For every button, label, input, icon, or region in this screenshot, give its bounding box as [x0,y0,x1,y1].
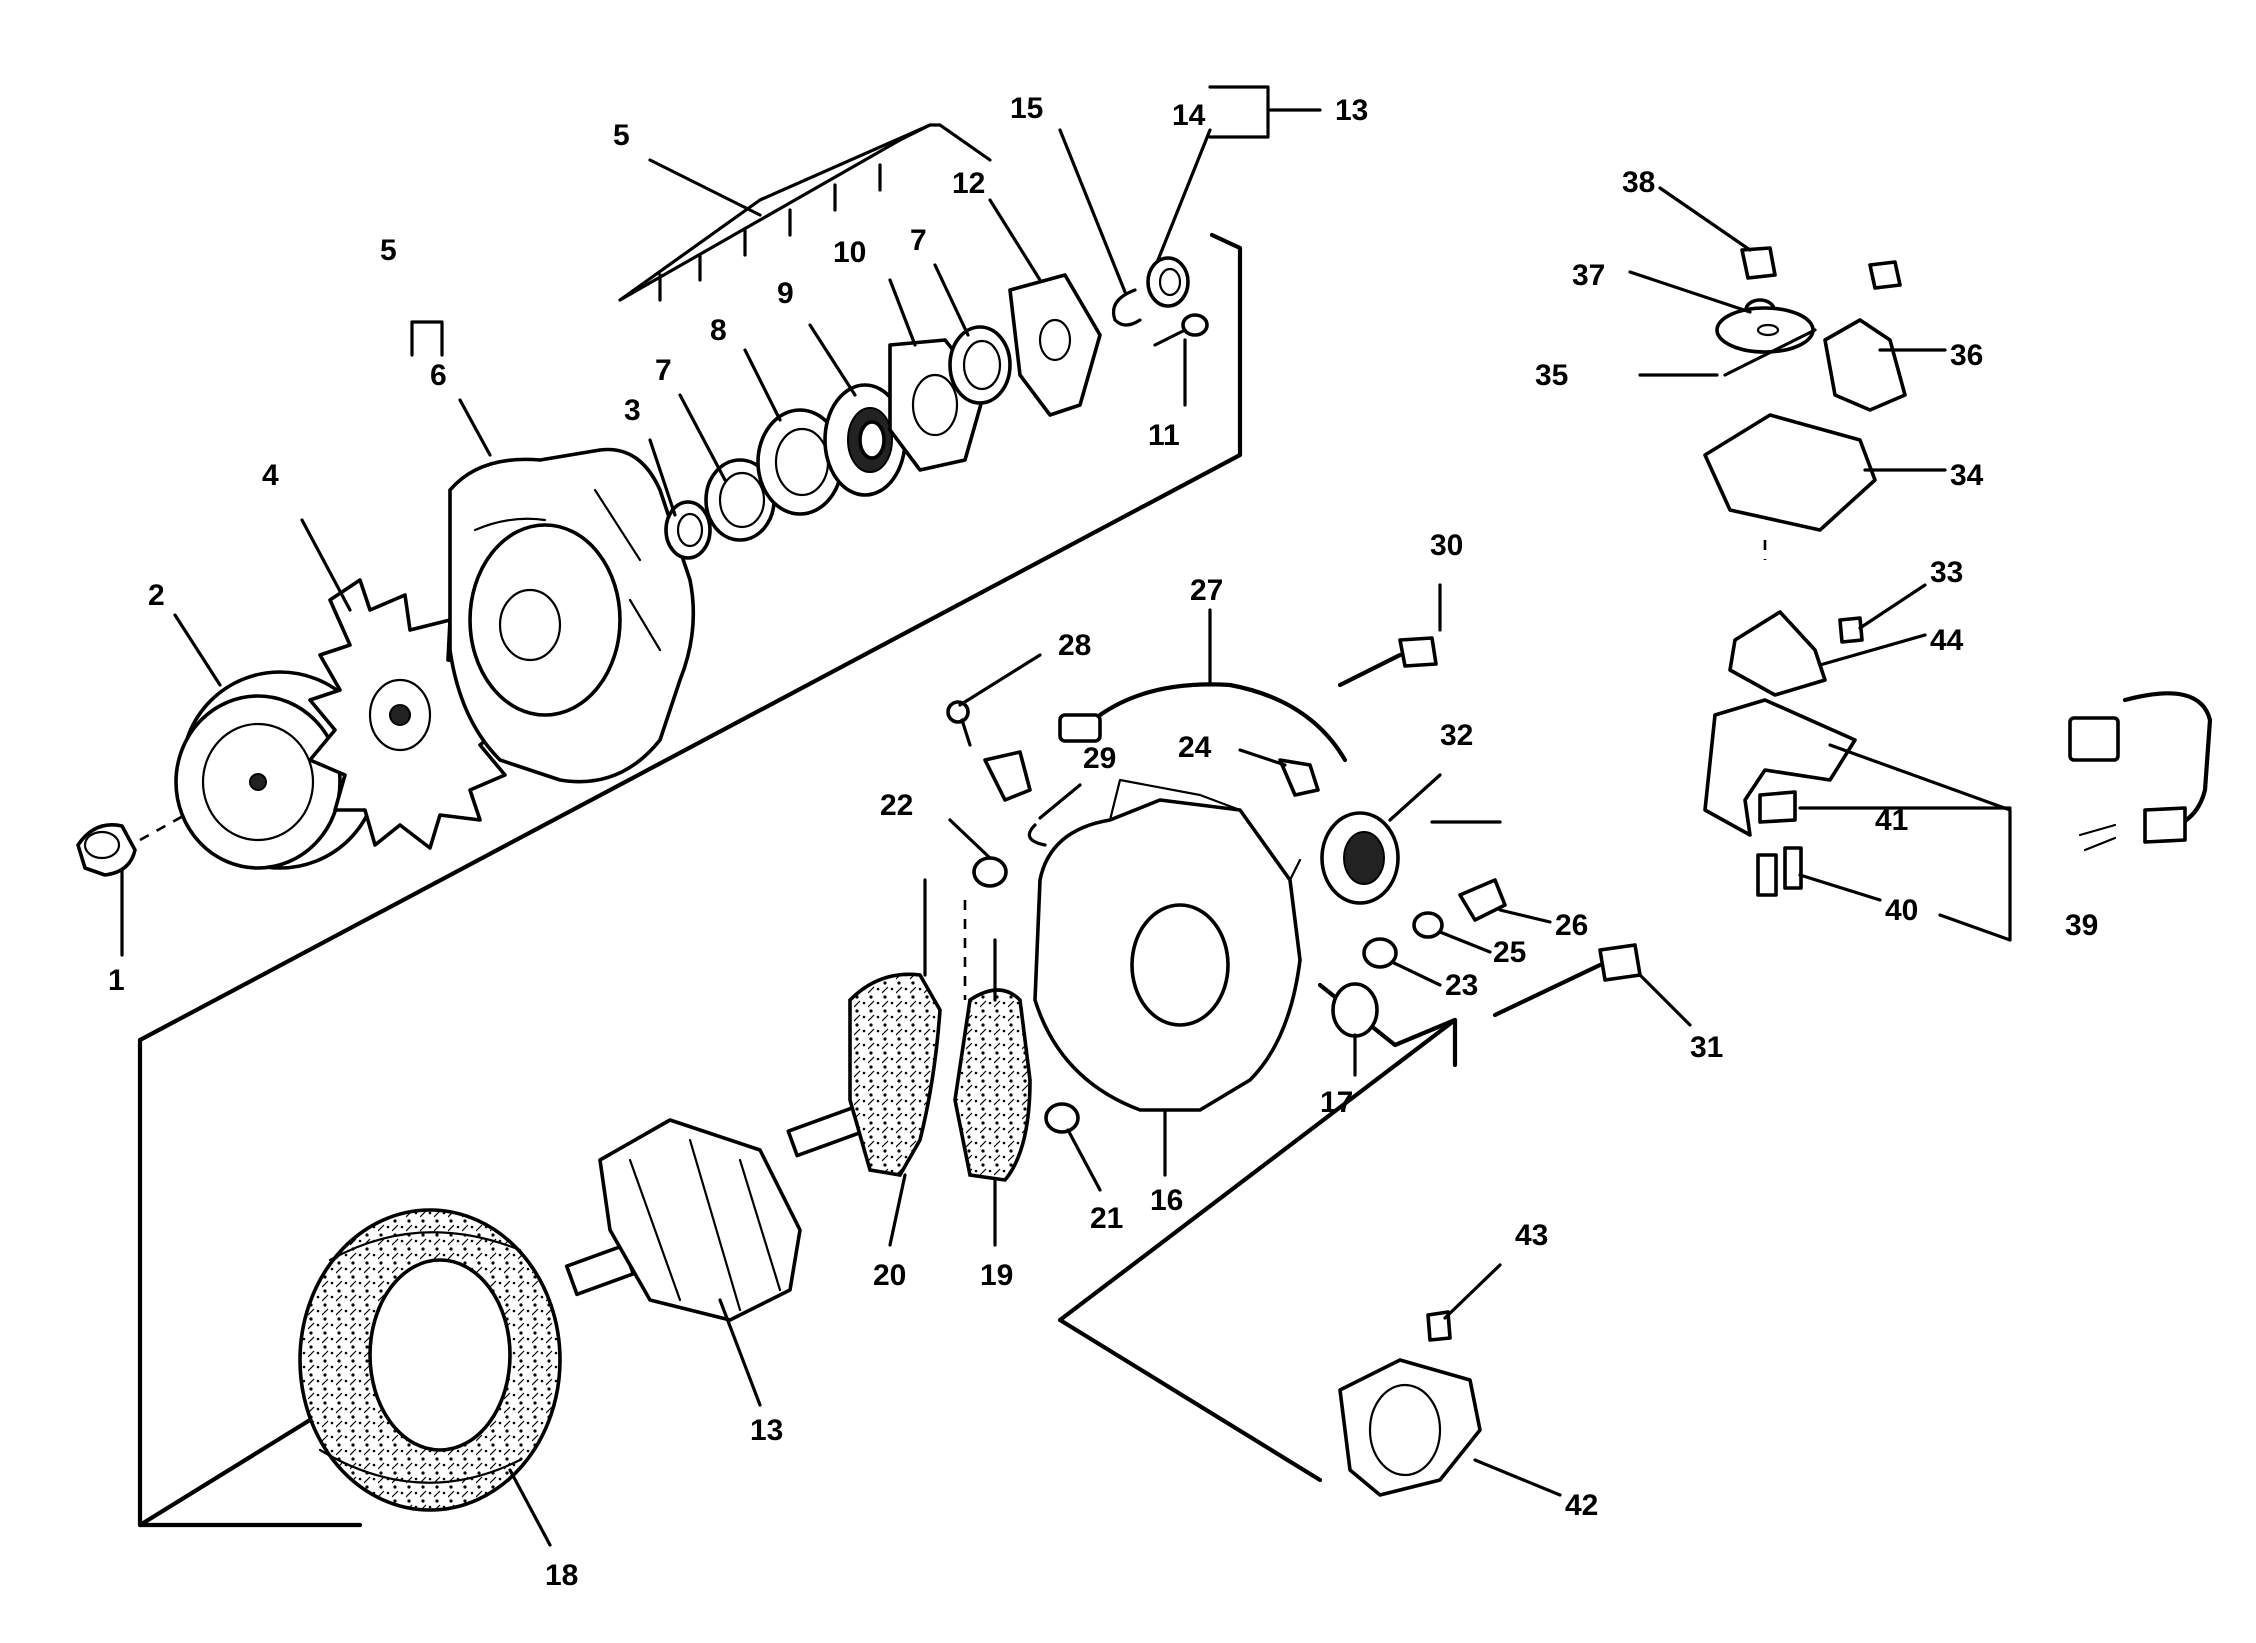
part-29-clip [983,750,1047,847]
callout-2: 2 [148,579,165,612]
callout-19: 19 [980,1259,1013,1292]
callout-15: 15 [1010,92,1043,125]
callout-13b: 13 [750,1414,783,1447]
part-13-rotor [564,1098,884,1322]
part-25-washer [1412,911,1444,939]
leader-lines [120,85,2012,1547]
part-44-regulator [1728,610,1827,697]
callout-23: 23 [1445,969,1478,1002]
part-36-brush-holder [1823,260,1907,412]
callout-11: 11 [1148,419,1180,452]
part-9-bearing [823,383,907,497]
callout-38: 38 [1622,166,1655,199]
callout-42: 42 [1565,1489,1598,1522]
part-27-lead-wire [1058,682,1348,763]
callout-20: 20 [873,1259,906,1292]
callout-6: 6 [430,359,447,392]
callout-35: 35 [1535,359,1568,392]
callout-36: 36 [1950,339,1983,372]
part-34-bracket [1703,413,1877,560]
callout-13a: 13 [1335,94,1368,127]
part-35-insulator [1715,306,1815,354]
callout-37: 37 [1572,259,1605,292]
part-41-connector [1758,790,1797,824]
part-23-nut [1362,937,1398,969]
callout-27: 27 [1190,574,1223,607]
callout-7a: 7 [655,354,672,387]
callout-21: 21 [1090,1202,1123,1235]
callout-41: 41 [1875,804,1908,837]
callout-31: 31 [1690,1031,1723,1064]
callout-18: 18 [545,1559,578,1592]
part-26-terminal [1458,878,1507,922]
part-14-collar [1146,256,1190,308]
callout-24: 24 [1178,731,1212,764]
callout-22: 22 [880,789,913,822]
part-38-cap-nut [1740,246,1777,280]
callout-40: 40 [1885,894,1918,927]
callout-8: 8 [710,314,727,347]
part-21-bushing [1044,1102,1080,1134]
part-18-stator [298,1208,562,1512]
part-16-rear-housing [1033,778,1302,1112]
callout-17: 17 [1320,1086,1353,1119]
callout-43: 43 [1515,1219,1548,1252]
part-24-terminal [1278,758,1320,797]
callout-12: 12 [952,167,985,200]
callout-5a: 5 [613,119,630,152]
callout-25: 25 [1493,936,1526,969]
callout-26: 26 [1555,909,1588,942]
part-17-sleeve [1331,982,1379,1038]
part-20-rectifier [848,878,942,1177]
callout-44: 44 [1930,624,1964,657]
part-12-cover-plate [1008,273,1102,417]
part-39-regulator-assembly [1703,698,1857,837]
callout-labels: 1 2 3 4 5 5 6 7 7 8 9 10 11 12 13 13 14 … [108,92,2098,1592]
part-30-bolt [1337,636,1438,688]
callout-14: 14 [1172,99,1206,132]
part-15-clip [1112,288,1142,327]
part-32-bearing [1320,811,1400,905]
callout-39: 39 [2065,909,2098,942]
callout-10: 10 [833,236,866,269]
part-42-end-cover [1338,1358,1482,1497]
callout-4: 4 [262,459,279,492]
callout-7b: 7 [910,224,927,257]
callout-16: 16 [1150,1184,1183,1217]
part-4-fan [308,578,512,850]
callout-32: 32 [1440,719,1473,752]
part-40-brushes [1756,846,1803,897]
callout-34: 34 [1950,459,1984,492]
part-19-diode-plate [953,900,1032,1182]
part-6-front-housing [448,447,696,784]
callout-30: 30 [1430,529,1463,562]
callout-28: 28 [1058,629,1091,662]
callout-3: 3 [624,394,641,427]
part-2-pulley [174,670,380,870]
callout-29: 29 [1083,742,1116,775]
part-33-screw [1838,616,1864,644]
part-1-nut [76,813,186,877]
part-22-nut [972,856,1008,888]
callout-9: 9 [777,277,794,310]
part-7-washer-b [948,325,1012,405]
part-11-screw [1153,313,1209,347]
part-28-screw [946,700,972,747]
callout-5b: 5 [380,234,397,267]
wiring-harness [2068,691,2213,852]
callout-1: 1 [108,964,125,997]
part-3-bearing-ring [664,500,712,560]
callout-33: 33 [1930,556,1963,589]
